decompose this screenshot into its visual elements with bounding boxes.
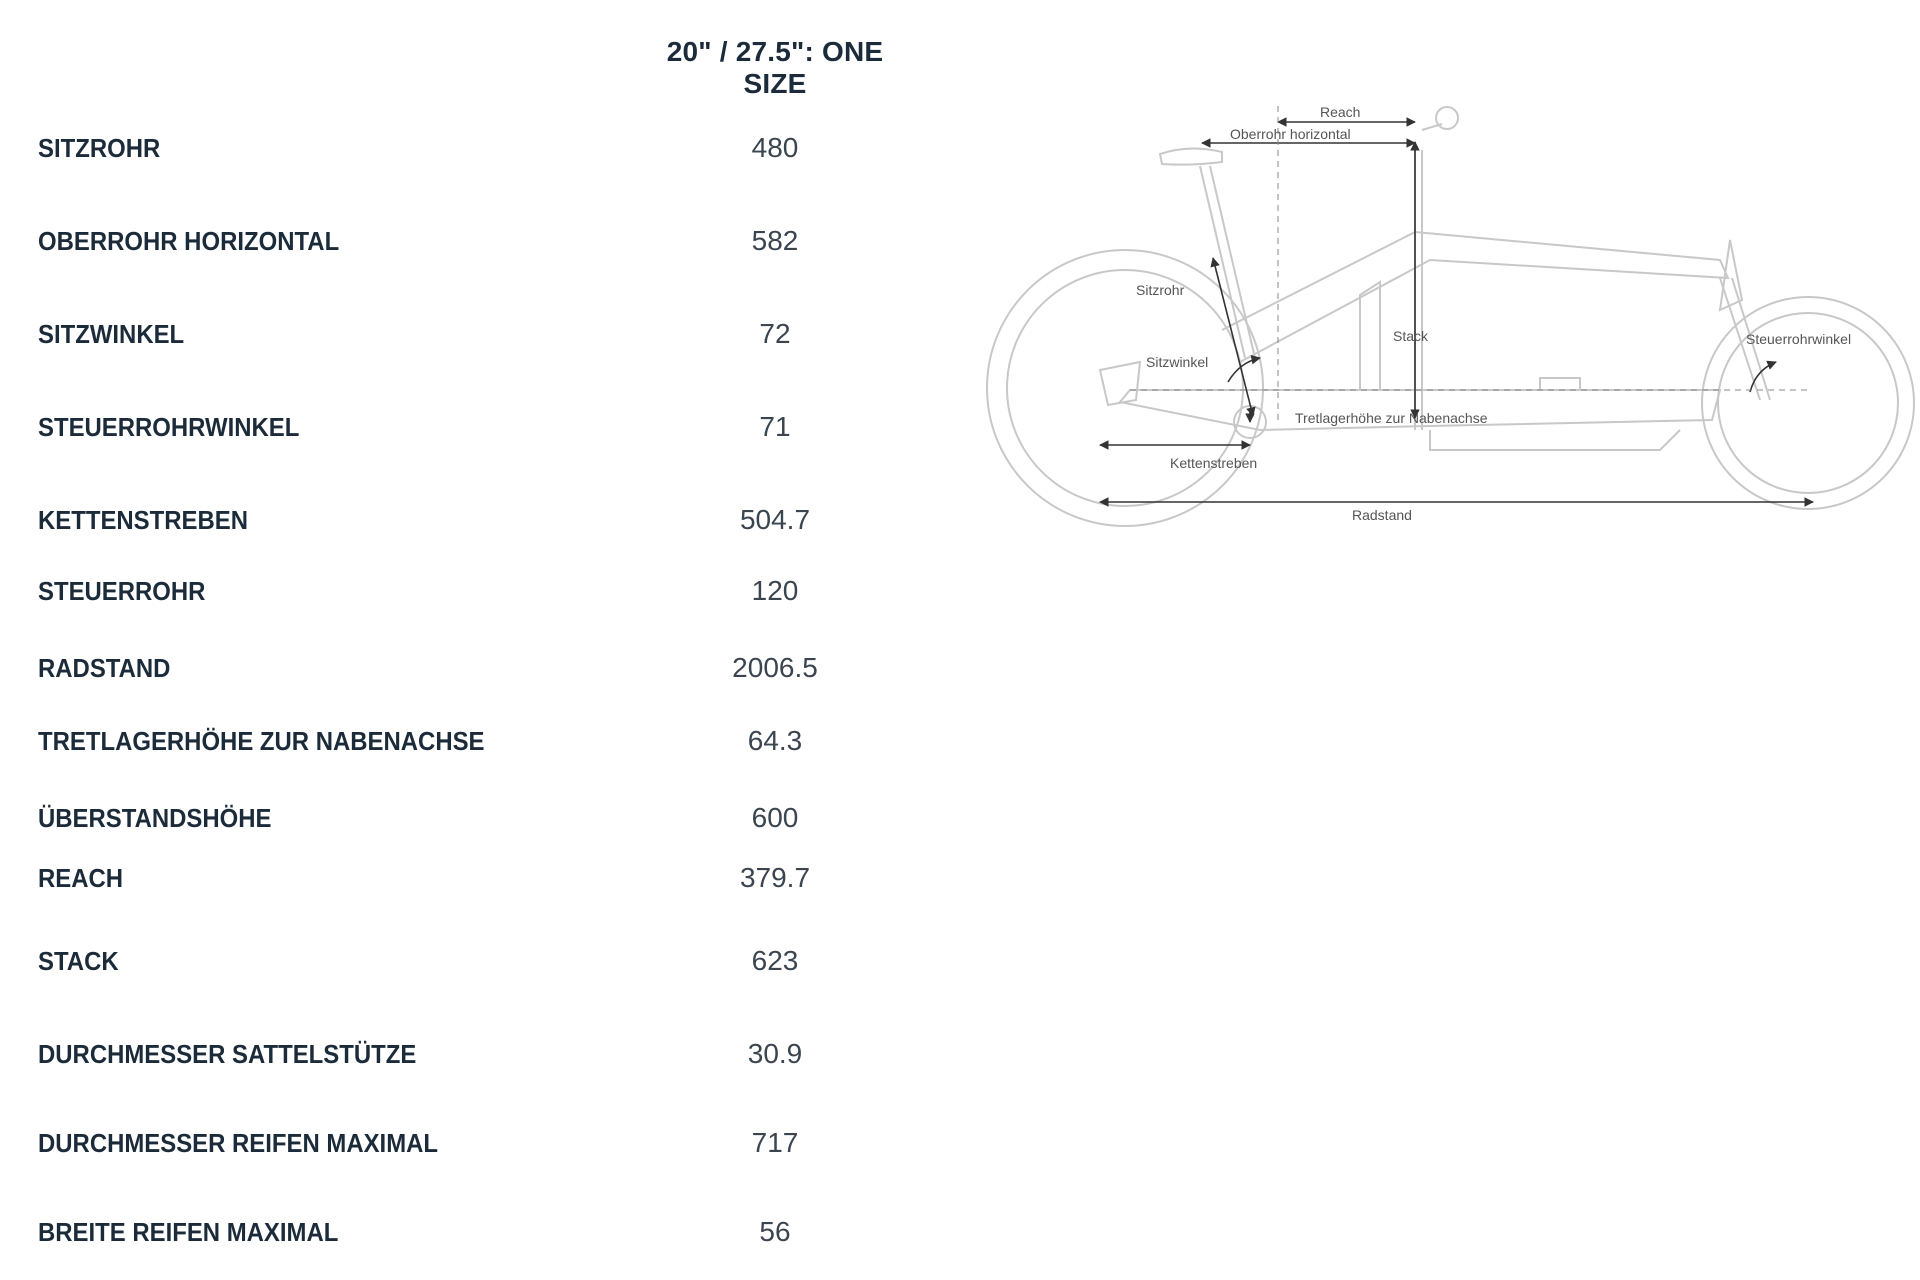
diagram-label-oberrohr: Oberrohr horizontal xyxy=(1230,126,1351,142)
diagram-label-steuerrohrwinkel: Steuerrohrwinkel xyxy=(1746,331,1851,347)
row-label: DURCHMESSER SATTELSTÜTZE xyxy=(38,1039,417,1069)
row-label: OBERROHR HORIZONTAL xyxy=(38,226,340,256)
row-label: STEUERROHR xyxy=(38,576,206,606)
row-value: 30.9 xyxy=(747,1038,803,1069)
bike-geometry-diagram: Reach Oberrohr horizontal Sitzrohr Stack… xyxy=(960,100,1920,540)
row-value: 120 xyxy=(751,575,799,606)
geometry-table: SITZROHR 480 OBERROHR HORIZONTAL 582 SIT… xyxy=(38,0,898,1280)
row-value: 504.7 xyxy=(739,504,811,535)
table-row: KETTENSTREBEN 504.7 xyxy=(38,500,898,540)
row-label: SITZWINKEL xyxy=(38,319,185,349)
table-row: OBERROHR HORIZONTAL 582 xyxy=(38,221,898,261)
size-header: 20" / 27.5": ONE SIZE xyxy=(666,36,884,99)
table-row: BREITE REIFEN MAXIMAL 56 xyxy=(38,1212,898,1252)
saddle-icon xyxy=(1158,147,1223,166)
diagram-label-sitzwinkel: Sitzwinkel xyxy=(1146,354,1208,370)
row-value: 2006.5 xyxy=(732,652,818,683)
row-label: REACH xyxy=(38,863,124,893)
measurement-lines xyxy=(1099,117,1814,507)
row-value: 64.3 xyxy=(747,725,803,756)
row-label: STACK xyxy=(38,946,119,976)
table-row: STEUERROHR 120 xyxy=(38,571,898,611)
row-value: 582 xyxy=(751,225,799,256)
rear-wheel-icon xyxy=(986,249,1264,527)
table-row: DURCHMESSER SATTELSTÜTZE 30.9 xyxy=(38,1034,898,1074)
row-label: ÜBERSTANDSHÖHE xyxy=(38,803,272,833)
table-row: RADSTAND 2006.5 xyxy=(38,648,898,688)
table-row: ÜBERSTANDSHÖHE 600 xyxy=(38,798,898,838)
row-value: 623 xyxy=(751,945,799,976)
diagram-label-stack: Stack xyxy=(1393,328,1429,344)
table-row: TRETLAGERHÖHE ZUR NABENACHSE 64.3 xyxy=(38,721,898,761)
table-row: DURCHMESSER REIFEN MAXIMAL 717 xyxy=(38,1123,898,1163)
table-row: REACH 379.7 xyxy=(38,858,898,898)
row-label: KETTENSTREBEN xyxy=(38,505,248,535)
table-row: SITZWINKEL 72 xyxy=(38,314,898,354)
row-label: TRETLAGERHÖHE ZUR NABENACHSE xyxy=(38,726,485,756)
row-value: 56 xyxy=(759,1216,791,1247)
sitzwinkel-arc xyxy=(1227,354,1261,383)
row-value: 71 xyxy=(759,411,791,442)
row-label: STEUERROHRWINKEL xyxy=(38,412,300,442)
front-wheel-icon xyxy=(1701,296,1915,510)
steuerrohrwinkel-arc xyxy=(1749,360,1777,393)
sitzrohr-line xyxy=(1210,257,1256,417)
row-value: 717 xyxy=(751,1127,799,1158)
handlebar-icon xyxy=(1435,106,1459,130)
row-label: RADSTAND xyxy=(38,653,171,683)
row-value: 72 xyxy=(759,318,791,349)
row-value: 379.7 xyxy=(739,862,811,893)
bike-outline xyxy=(986,106,1915,527)
diagram-label-tretlager: Tretlagerhöhe zur Nabenachse xyxy=(1295,410,1488,426)
row-value: 480 xyxy=(751,132,799,163)
reference-lines xyxy=(1130,106,1810,422)
table-row: SITZROHR 480 xyxy=(38,128,898,168)
row-label: BREITE REIFEN MAXIMAL xyxy=(38,1217,339,1247)
table-row: STEUERROHRWINKEL 71 xyxy=(38,407,898,447)
row-label: DURCHMESSER REIFEN MAXIMAL xyxy=(38,1128,439,1158)
diagram-label-sitzrohr: Sitzrohr xyxy=(1136,282,1185,298)
row-value: 600 xyxy=(751,802,799,833)
row-label: SITZROHR xyxy=(38,133,161,163)
table-row: STACK 623 xyxy=(38,941,898,981)
diagram-label-kettenstreben: Kettenstreben xyxy=(1170,455,1257,471)
diagram-label-reach: Reach xyxy=(1320,104,1360,120)
diagram-label-radstand: Radstand xyxy=(1352,507,1412,523)
bike-geometry-svg: Reach Oberrohr horizontal Sitzrohr Stack… xyxy=(986,104,1915,527)
